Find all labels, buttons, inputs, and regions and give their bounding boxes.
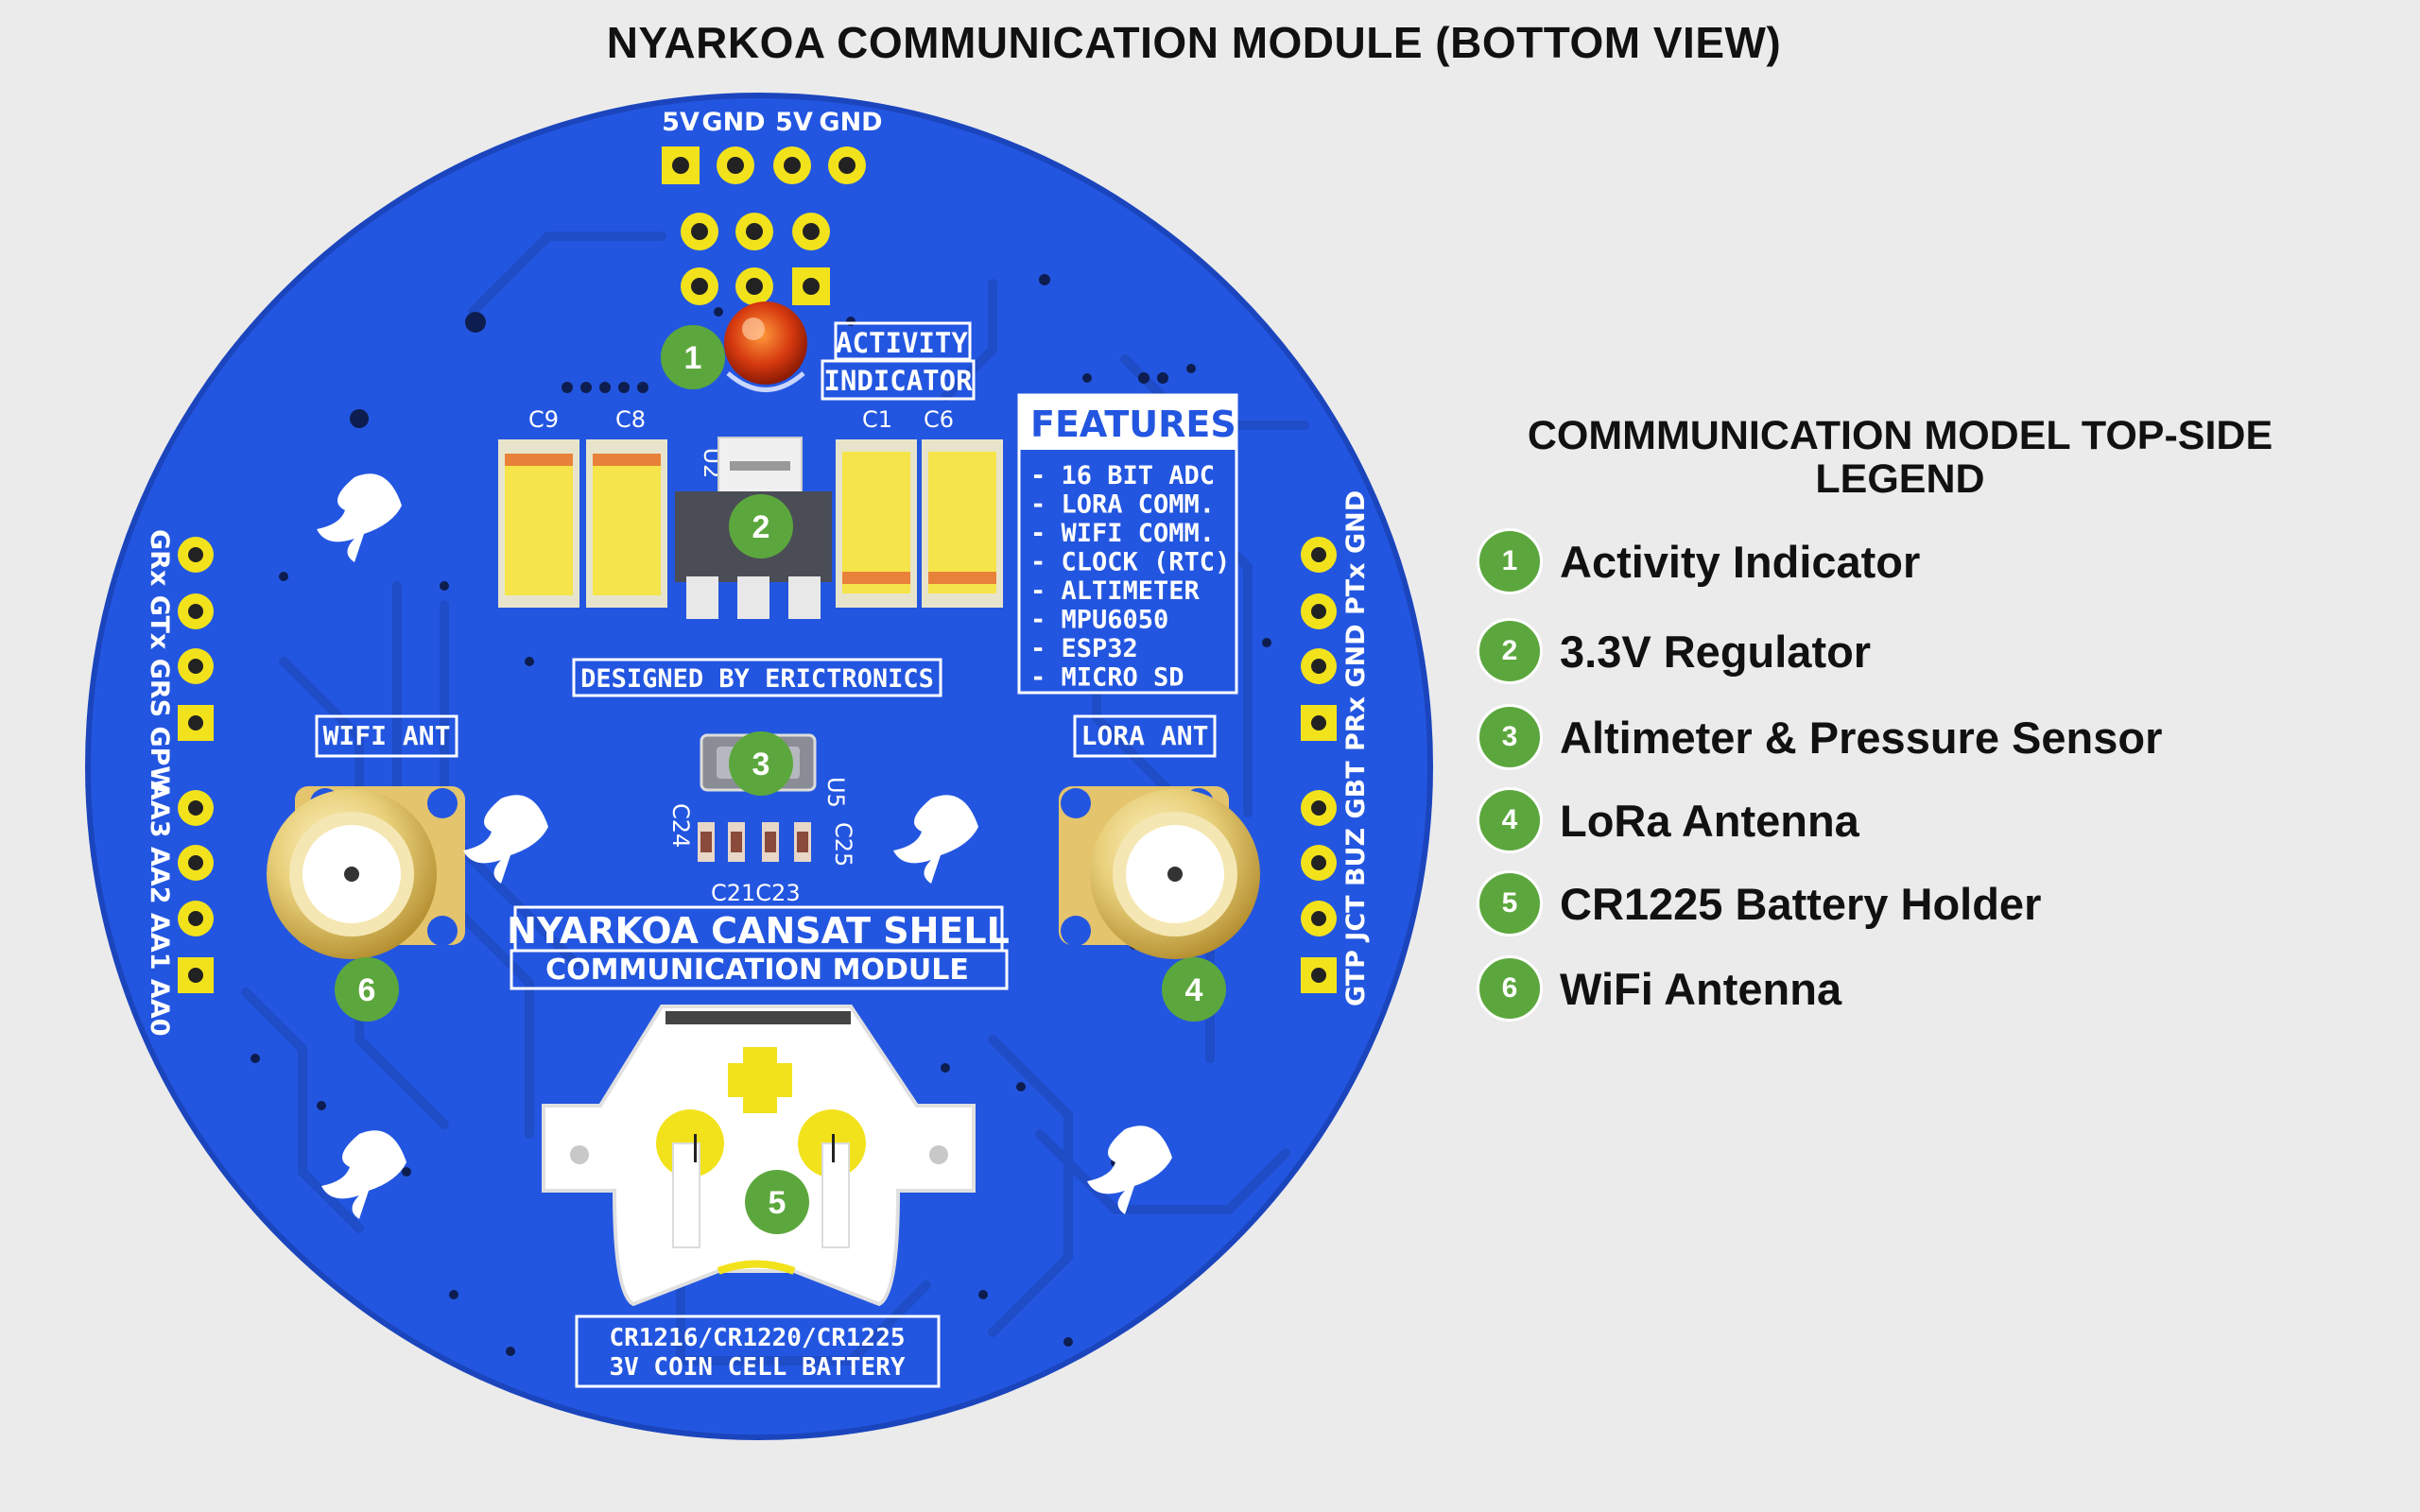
- callout-4-number: 4: [1185, 972, 1203, 1008]
- callout-5-number: 5: [769, 1185, 786, 1221]
- legend-badge-6: 6: [1477, 955, 1543, 1022]
- feature-item: - CLOCK (RTC): [1030, 548, 1230, 577]
- capacitor-c1: C1: [836, 406, 917, 608]
- pcb-traces: [241, 232, 1309, 1366]
- activity-indicator-label: ACTIVITY INDICATOR: [821, 321, 976, 401]
- shell-title: NYARKOA CANSAT SHELL: [507, 910, 1010, 952]
- cap-label-c1: C1: [862, 406, 892, 433]
- callout-5: 5: [745, 1170, 809, 1234]
- legend-badge-2: 2: [1477, 618, 1543, 684]
- u5-label: U5: [822, 777, 849, 808]
- vias: [251, 274, 1271, 1356]
- wifi-ant-label: WIFI ANT: [323, 720, 451, 751]
- feature-item: - ALTIMETER: [1030, 576, 1201, 606]
- right-pin-labels-bottom: GTP JCT BUZ GBT: [1341, 761, 1371, 1006]
- legend-item-altimeter: 3 Altimeter & Pressure Sensor: [1477, 703, 2162, 771]
- left-pin-labels-bottom: AA3 AA2 AA1 AA0: [145, 781, 174, 1037]
- legend-badge-1: 1: [1477, 528, 1543, 594]
- legend-item-lora-antenna: 4 LoRa Antenna: [1477, 786, 1859, 854]
- features-list: - 16 BIT ADC- LORA COMM.- WIFI COMM.- CL…: [1030, 461, 1230, 693]
- legend-item-battery-holder: 5 CR1225 Battery Holder: [1477, 869, 2041, 937]
- top-header-pads: [662, 146, 866, 305]
- header-label-gnd-2: GND: [819, 108, 882, 137]
- callout-1: 1: [661, 325, 725, 389]
- cap-label-c8: C8: [615, 406, 646, 433]
- c21-c23-label: C21C23: [711, 880, 801, 906]
- capacitor-c6: C6: [922, 406, 1003, 608]
- right-header-pins: [1301, 537, 1337, 993]
- legend-item-wifi-antenna: 6 WiFi Antenna: [1477, 954, 1841, 1022]
- page-title: NYARKOA COMMUNICATION MODULE (BOTTOM VIE…: [606, 18, 1782, 67]
- callout-1-number: 1: [684, 340, 702, 376]
- c25-label: C25: [830, 822, 856, 867]
- feature-item: - MPU6050: [1030, 606, 1168, 635]
- capacitor-c9: C9: [498, 406, 579, 608]
- cap-label-c9: C9: [528, 406, 559, 433]
- c24-label: C24: [667, 803, 694, 848]
- features-box: FEATURES - 16 BIT ADC- LORA COMM.- WIFI …: [1017, 393, 1238, 695]
- wifi-antenna: WIFI ANT: [267, 714, 465, 959]
- header-label-5v-1: 5V: [662, 108, 700, 137]
- legend-title: COMMMUNICATION MODEL TOP-SIDE LEGEND: [1527, 413, 2273, 502]
- callout-3-number: 3: [752, 747, 770, 782]
- legend-badge-5: 5: [1477, 870, 1543, 936]
- left-header-pins: [178, 537, 214, 993]
- pcb-render: 5V GND 5V GND ACTIVITY INDICATOR C9: [85, 93, 1433, 1440]
- battery-label: CR1216/CR1220/CR1225 3V COIN CELL BATTER…: [575, 1314, 941, 1388]
- header-label-gnd-1: GND: [701, 108, 765, 137]
- shell-title-box: NYARKOA CANSAT SHELL COMMUNICATION MODUL…: [507, 905, 1010, 990]
- callout-2: 2: [729, 494, 793, 558]
- capacitor-c8: C8: [586, 406, 667, 608]
- battery-label-line2: 3V COIN CELL BATTERY: [609, 1353, 905, 1382]
- features-title: FEATURES: [1030, 404, 1236, 445]
- legend-label-5: CR1225 Battery Holder: [1560, 878, 2042, 929]
- legend-item-activity-indicator: 1 Activity Indicator: [1477, 527, 1920, 595]
- designed-by-label: DESIGNED BY ERICTRONICS: [572, 658, 942, 697]
- feature-item: - ESP32: [1030, 634, 1138, 663]
- feature-item: - MICRO SD: [1030, 663, 1184, 693]
- feature-item: - 16 BIT ADC: [1030, 461, 1215, 490]
- activity-label-line1: ACTIVITY: [836, 327, 968, 359]
- battery-label-line1: CR1216/CR1220/CR1225: [609, 1324, 905, 1352]
- callout-6-number: 6: [358, 972, 376, 1008]
- cap-label-c6: C6: [924, 406, 954, 433]
- small-capacitors: C24 C25 C21C23: [667, 803, 856, 906]
- battery-holder: [542, 1005, 976, 1307]
- lora-antenna: LORA ANT: [1059, 714, 1260, 959]
- callout-6: 6: [335, 957, 399, 1022]
- lora-ant-label: LORA ANT: [1081, 720, 1209, 751]
- header-label-5v-2: 5V: [775, 108, 813, 137]
- legend-label-2: 3.3V Regulator: [1560, 626, 1872, 677]
- dove-logos: [317, 473, 1172, 1219]
- callout-3: 3: [729, 731, 793, 796]
- feature-item: - WIFI COMM.: [1030, 519, 1215, 548]
- legend-label-6: WiFi Antenna: [1560, 963, 1842, 1014]
- legend: COMMMUNICATION MODEL TOP-SIDE LEGEND 1 A…: [1456, 413, 2344, 1022]
- shell-subtitle: COMMUNICATION MODULE: [545, 954, 969, 987]
- legend-badge-4: 4: [1477, 787, 1543, 853]
- legend-label-4: LoRa Antenna: [1560, 795, 1859, 846]
- feature-item: - LORA COMM.: [1030, 490, 1215, 520]
- callout-2-number: 2: [752, 509, 770, 545]
- left-pin-labels-top: GRx GTx GRS GPW: [145, 529, 174, 794]
- legend-label-1: Activity Indicator: [1560, 536, 1921, 587]
- activity-led: [724, 301, 807, 392]
- legend-label-3: Altimeter & Pressure Sensor: [1560, 712, 2163, 763]
- legend-item-regulator: 2 3.3V Regulator: [1477, 617, 1871, 685]
- regulator-u2: U2: [675, 437, 832, 619]
- legend-badge-3: 3: [1477, 704, 1543, 770]
- designed-by-text: DESIGNED BY ERICTRONICS: [580, 664, 934, 694]
- top-header-labels: 5V GND 5V GND: [662, 108, 882, 137]
- callout-4: 4: [1162, 957, 1226, 1022]
- right-pin-labels-top: PRx GND PTx GND: [1341, 490, 1371, 751]
- activity-label-line2: INDICATOR: [823, 365, 973, 397]
